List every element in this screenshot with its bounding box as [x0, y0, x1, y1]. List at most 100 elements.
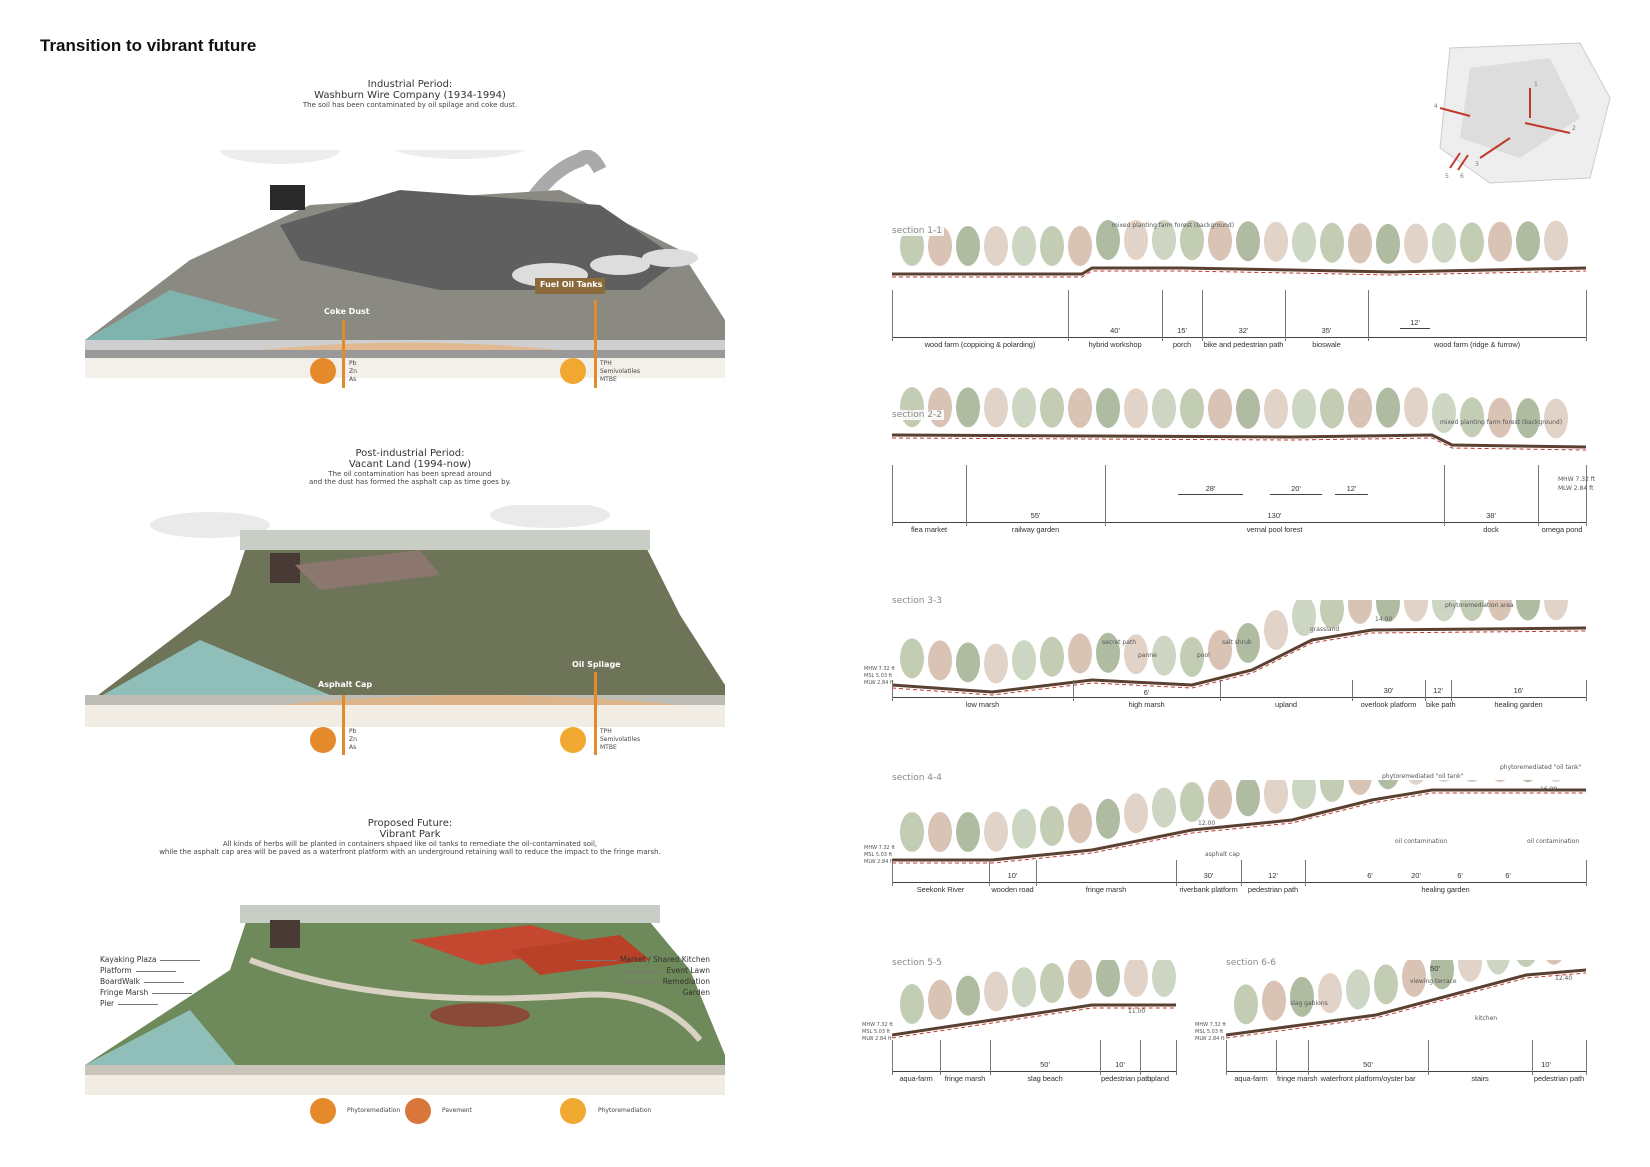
- tree-canopy: [1068, 226, 1092, 266]
- tree-canopy: [1264, 780, 1288, 814]
- tree-canopy: [1040, 963, 1064, 1003]
- map-marker: 2: [1572, 125, 1576, 132]
- boundary-tick: [1368, 290, 1369, 341]
- dimension-value: 40': [1110, 326, 1120, 335]
- boundary-tick: [1586, 1040, 1587, 1075]
- tree-canopy: [1544, 220, 1568, 261]
- boundary-tick: [892, 290, 893, 341]
- tree-canopy: [1466, 780, 1478, 782]
- boundary-tick: [940, 1040, 941, 1075]
- boundary-tick: [1162, 290, 1163, 341]
- tree-canopy: [1292, 222, 1316, 263]
- boundary-tick: [1105, 465, 1106, 526]
- map-marker: 6: [1460, 173, 1464, 180]
- section-annotation: slag gabions: [1290, 1000, 1328, 1007]
- heavy-metal-icon: [310, 358, 336, 384]
- section-drawing: [892, 780, 1586, 864]
- tree-canopy: [1432, 393, 1456, 433]
- tree-canopy: [900, 984, 924, 1024]
- tide-level-label: MSL 5.03 ft: [864, 852, 893, 858]
- section-annotation: 12.00: [1198, 820, 1216, 827]
- segment-label: pedestrian path: [1101, 1074, 1152, 1083]
- tree-canopy: [1432, 222, 1456, 263]
- ground-line: [892, 266, 1586, 276]
- segment-label: wooden road: [991, 885, 1034, 894]
- tide-level-label: MLW 2.84 ft: [862, 1036, 892, 1042]
- tree-canopy: [1152, 960, 1176, 997]
- strategy-label: Phytoremediation: [347, 1107, 401, 1114]
- dimension-value: 15': [1177, 326, 1187, 335]
- dimension-value: 28': [1205, 484, 1216, 493]
- period-desc: while the asphalt cap area will be paved…: [159, 848, 661, 856]
- scale-bar: [1335, 494, 1368, 495]
- section-annotation: phytoremediation area: [1445, 602, 1514, 609]
- map-marker: 1: [1534, 81, 1538, 88]
- tree-canopy: [928, 812, 952, 852]
- boundary-tick: [1532, 1040, 1533, 1075]
- tree-canopy: [1404, 223, 1428, 264]
- boundary-tick: [1276, 1040, 1277, 1075]
- period-desc: All kinds of herbs will be planted in co…: [222, 840, 598, 848]
- dimension-value: 38': [1486, 511, 1496, 520]
- tree-canopy: [1264, 221, 1288, 262]
- ground-line: [892, 626, 1586, 694]
- callout-platform: Platform: [100, 966, 176, 975]
- section-title: section 3-3: [890, 596, 944, 606]
- tree-canopy: [1516, 960, 1536, 967]
- phytoremediation-icon: [310, 1098, 336, 1124]
- tree-canopy: [1068, 960, 1092, 999]
- segment-label: stairs: [1471, 1074, 1489, 1083]
- tree-canopy: [1068, 387, 1092, 428]
- tree-canopy: [1208, 630, 1232, 670]
- boundary-tick: [892, 860, 893, 886]
- segment-label: healing garden: [1494, 700, 1543, 709]
- section-annotation: grassland: [1310, 626, 1340, 633]
- section-annotation: pool: [1197, 652, 1210, 659]
- tree-canopy: [1040, 636, 1064, 677]
- dimension-value: 6': [1143, 688, 1150, 697]
- boundary-tick: [1538, 465, 1539, 526]
- section-title: section 6-6: [1224, 958, 1278, 968]
- tree-canopy: [1012, 226, 1036, 266]
- section-annotation: 12.40: [1555, 975, 1573, 982]
- section-annotation: 11.00: [1128, 1008, 1146, 1015]
- callout-garden: Garden: [682, 988, 711, 997]
- tree-canopy: [1376, 387, 1400, 428]
- tree-canopy: [1264, 388, 1288, 429]
- tree-canopy: [1040, 387, 1064, 428]
- boundary-tick: [1586, 465, 1587, 526]
- tree-canopy: [900, 638, 924, 679]
- tide-level-label: MHW 7.32 ft: [862, 1022, 893, 1028]
- boundary-tick: [1428, 1040, 1429, 1075]
- strategy-label: Pavement: [442, 1107, 472, 1114]
- tree-canopy: [1348, 223, 1372, 264]
- label-asphalt-cap: Asphalt Cap: [318, 680, 373, 689]
- dimension-value: 12': [1346, 484, 1357, 493]
- segment-label: bioswale: [1312, 340, 1341, 349]
- oil-contaminant-icon: [560, 727, 586, 753]
- phytoremediation-icon: [560, 1098, 586, 1124]
- dimension-value: 12': [1268, 871, 1278, 880]
- segment-label: upland: [1275, 700, 1297, 709]
- dimension-value: 50': [1040, 1060, 1050, 1069]
- tree-canopy: [1180, 782, 1204, 822]
- scale-bar: [1178, 494, 1243, 495]
- tree-canopy: [1522, 780, 1534, 782]
- boundary-tick: [1586, 680, 1587, 701]
- tree-canopy: [1404, 387, 1428, 428]
- tree-canopy: [1488, 221, 1512, 262]
- callout-kayaking-plaza: Kayaking Plaza: [100, 955, 200, 964]
- boundary-tick: [989, 860, 990, 886]
- scale-bar: [1400, 328, 1430, 329]
- tree-canopy: [1208, 780, 1232, 820]
- tree-canopy: [1040, 806, 1064, 846]
- tree-canopy: [1096, 388, 1120, 429]
- segment-label: pedestrian path: [1533, 1074, 1585, 1083]
- segment-label: railway garden: [1011, 525, 1060, 534]
- period-2-caption: Post-industrial Period: Vacant Land (199…: [250, 448, 570, 486]
- tree-canopy: [1488, 397, 1512, 438]
- contamination-line: [892, 270, 1586, 278]
- dimension-line: [1226, 1071, 1586, 1072]
- tree-canopy: [1320, 222, 1344, 263]
